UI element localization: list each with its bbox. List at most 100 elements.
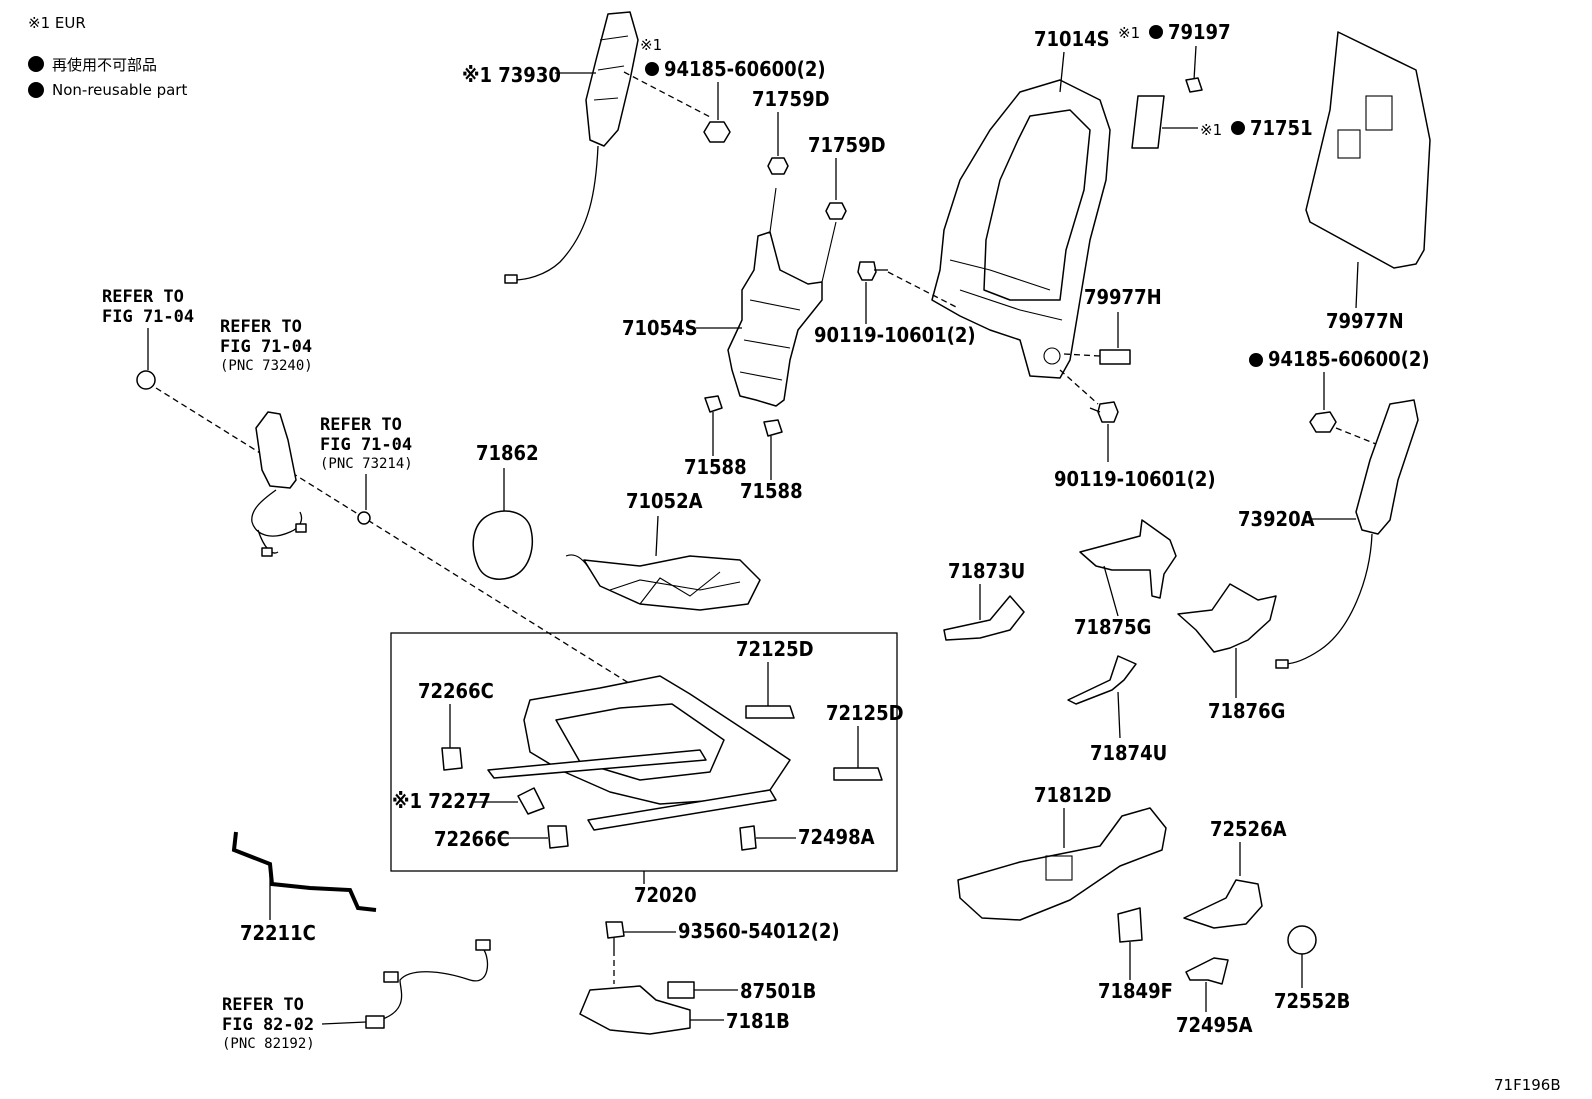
bracket-72277[interactable] (517, 787, 545, 815)
bolt-90119-b[interactable] (1097, 401, 1119, 423)
non-reusable-bullet-icon (28, 82, 44, 98)
cover-72498A[interactable] (739, 825, 757, 851)
part-73930-airbag[interactable] (504, 11, 639, 284)
motor-72125D-b[interactable] (833, 767, 883, 781)
part-wire-harness[interactable] (365, 939, 491, 1029)
label-72211C: 72211C (240, 921, 316, 945)
label-72526A: 72526A (1210, 817, 1287, 841)
label-71751-mark: ※1 (1200, 121, 1222, 139)
non-reusable-bullet-icon (645, 62, 659, 76)
refer-3-line1: REFER TO (320, 415, 402, 435)
nut-94185-top[interactable] (703, 121, 731, 143)
cover-71812D[interactable] (957, 807, 1167, 921)
refer-2-line2: FIG 71-04 (220, 337, 312, 357)
figure-code: 71F196B (1494, 1076, 1561, 1094)
wire-72211C[interactable] (231, 831, 377, 912)
label-79977N: 79977N (1326, 309, 1404, 333)
label-72125D-b: 72125D (826, 701, 904, 725)
screw-93560[interactable] (605, 921, 625, 939)
label-71588-b: 71588 (740, 479, 803, 503)
refer-4-line1: REFER TO (222, 995, 304, 1015)
clip-71588-b[interactable] (763, 419, 783, 437)
refer-2-line1: REFER TO (220, 317, 302, 337)
refer-3-line3: (PNC 73214) (320, 456, 413, 472)
label-72498A: 72498A (798, 825, 875, 849)
knob-72526A[interactable] (1183, 879, 1263, 929)
refer-4-line3: (PNC 82192) (222, 1036, 315, 1052)
label-90119-b: 90119-10601(2) (1054, 467, 1216, 491)
label-71751: 71751 (1250, 116, 1313, 140)
label-90119-a: 90119-10601(2) (814, 323, 976, 347)
clip-72266C-a[interactable] (441, 747, 463, 771)
label-72552B: 72552B (1274, 989, 1350, 1013)
clip-71588-a[interactable] (704, 395, 723, 413)
nut-71759D-b[interactable] (825, 202, 847, 220)
cover-71875G[interactable] (1079, 519, 1177, 599)
refer-3-line2: FIG 71-04 (320, 435, 412, 455)
cover-71849F[interactable] (1117, 907, 1143, 943)
label-71054S: 71054S (622, 316, 698, 340)
cover-71876G[interactable] (1177, 583, 1277, 653)
label-72125D-a: 72125D (736, 637, 814, 661)
switch-7181B[interactable] (579, 985, 691, 1035)
refer-1-line2: FIG 71-04 (102, 307, 194, 327)
label-plate-79977H[interactable] (1099, 349, 1131, 365)
washer-icon[interactable] (357, 511, 371, 525)
part-71014S-seatback-frame[interactable] (931, 79, 1111, 379)
clip-79197[interactable] (1185, 77, 1203, 93)
label-71812D: 71812D (1034, 783, 1112, 807)
cap-72552B[interactable] (1287, 925, 1317, 955)
nut-94185-right[interactable] (1309, 411, 1337, 433)
panel-79977N[interactable] (1305, 31, 1431, 269)
label-79197-mark: ※1 (1118, 24, 1140, 42)
cover-71873U[interactable] (943, 595, 1025, 641)
label-71052A: 71052A (626, 489, 703, 513)
label-72277: ※1 72277 (392, 789, 491, 813)
part-73920A-airbag[interactable] (1275, 399, 1419, 669)
nut-71759D-a[interactable] (767, 157, 789, 175)
part-seatbelt-buckle[interactable] (251, 411, 307, 557)
label-72495A: 72495A (1176, 1013, 1253, 1037)
label-94185-right: 94185-60600(2) (1268, 347, 1430, 371)
bolt-90119-a[interactable] (857, 261, 877, 281)
label-71876G: 71876G (1208, 699, 1285, 723)
part-72020-seat-track[interactable] (487, 675, 791, 831)
label-87501B: 87501B (740, 979, 816, 1003)
label-71873U: 71873U (948, 559, 1025, 583)
part-71054S-bracket[interactable] (727, 187, 837, 407)
label-71014S: 71014S (1034, 27, 1110, 51)
label-73930: ※1 73930 (462, 63, 561, 87)
label-93560: 93560-54012(2) (678, 919, 840, 943)
label-79977H: 79977H (1084, 285, 1162, 309)
motor-72125D-a[interactable] (745, 705, 795, 719)
label-71874U: 71874U (1090, 741, 1167, 765)
knob-72495A[interactable] (1185, 957, 1229, 985)
label-94185-mark: ※1 (640, 36, 662, 54)
label-71849F: 71849F (1098, 979, 1173, 1003)
label-71759D-b: 71759D (808, 133, 886, 157)
label-71588-a: 71588 (684, 455, 747, 479)
refer-4-line2: FIG 82-02 (222, 1015, 314, 1035)
pad-71751[interactable] (1131, 95, 1165, 149)
label-72266C-a: 72266C (418, 679, 494, 703)
label-71862: 71862 (476, 441, 539, 465)
anchor-bolt-icon[interactable] (136, 370, 156, 390)
label-72266C-b: 72266C (434, 827, 510, 851)
cover-71862[interactable] (472, 510, 534, 580)
legend-note: ※1 EUR (28, 14, 86, 32)
refer-2-line3: (PNC 73240) (220, 358, 313, 374)
label-7181B: 7181B (726, 1009, 790, 1033)
clip-72266C-b[interactable] (547, 825, 569, 849)
label-79197: 79197 (1168, 20, 1231, 44)
connector-87501B[interactable] (667, 981, 695, 999)
label-73920A: 73920A (1238, 507, 1315, 531)
label-71875G: 71875G (1074, 615, 1151, 639)
label-72020: 72020 (634, 883, 697, 907)
cover-71874U[interactable] (1067, 655, 1137, 705)
refer-1-line1: REFER TO (102, 287, 184, 307)
part-71052A-spring-assy[interactable] (565, 554, 761, 611)
label-94185-top: 94185-60600(2) (664, 57, 826, 81)
non-reusable-bullet-icon (28, 56, 44, 72)
label-71759D-a: 71759D (752, 87, 830, 111)
